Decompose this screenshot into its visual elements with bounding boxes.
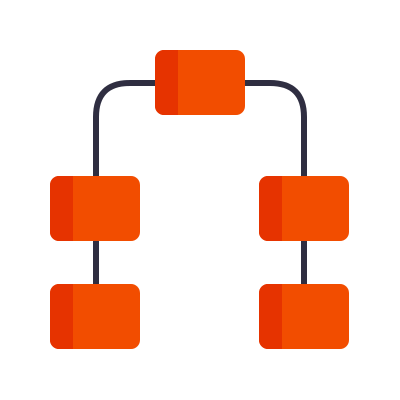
node-right-child xyxy=(259,176,349,241)
node-right-grandchild xyxy=(259,284,349,349)
node-left-grandchild xyxy=(50,284,140,349)
node-root xyxy=(155,50,245,115)
connector-root-left xyxy=(93,80,163,188)
node-left-child xyxy=(50,176,140,241)
connector-root-right xyxy=(237,80,307,188)
